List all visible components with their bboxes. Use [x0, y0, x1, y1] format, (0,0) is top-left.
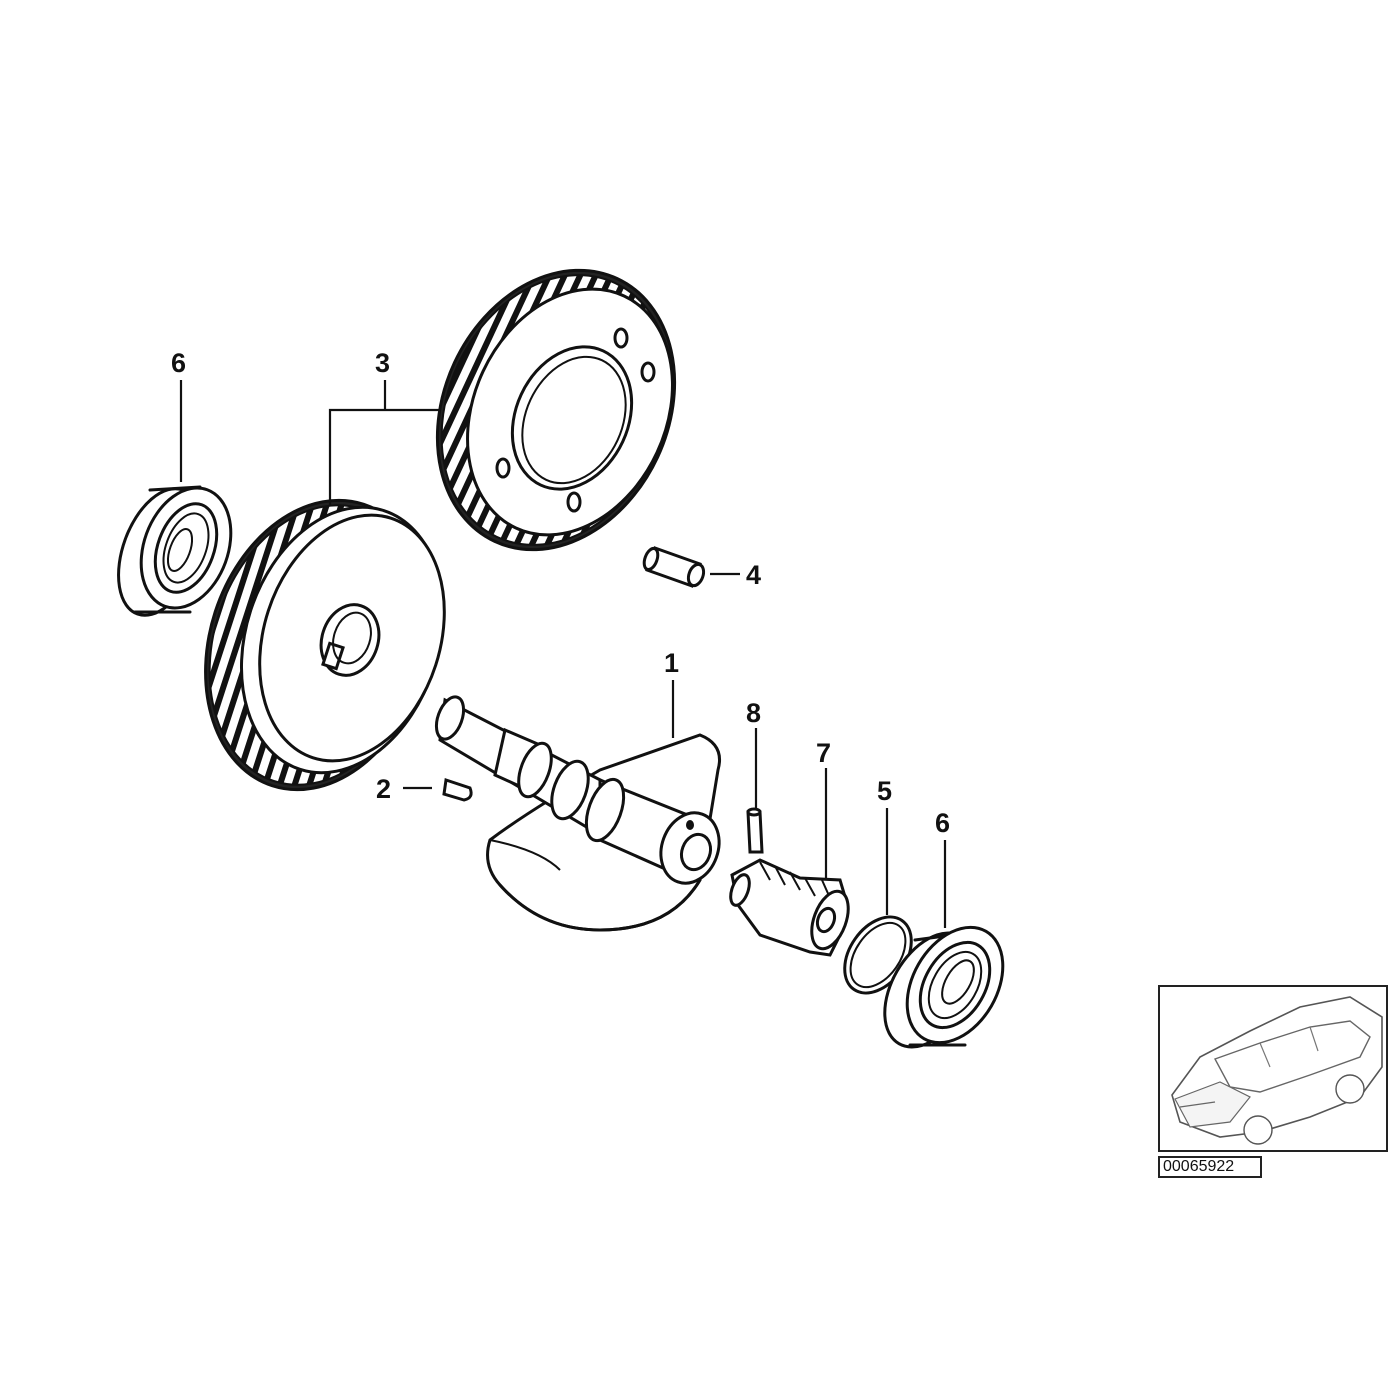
vehicle-thumbnail — [1158, 985, 1388, 1152]
callout-3: 3 — [375, 348, 390, 378]
callout-6-left: 6 — [171, 348, 186, 378]
callout-1: 1 — [664, 648, 679, 678]
ball-bearing-left-icon — [117, 485, 233, 617]
ball-bearing-right-icon — [883, 925, 1005, 1049]
callout-4: 4 — [746, 560, 761, 590]
callout-2: 2 — [376, 774, 391, 804]
woodruff-key-icon — [442, 778, 473, 802]
gear-rear-icon — [435, 268, 677, 552]
callout-8: 8 — [746, 698, 761, 728]
leader-lines — [179, 380, 947, 928]
dowel-pin-icon — [642, 546, 706, 588]
gear-front-icon — [204, 498, 446, 792]
diagram-id-label: 00065922 — [1158, 1156, 1262, 1178]
crankshaft-icon — [434, 695, 721, 932]
callout-5: 5 — [877, 776, 892, 806]
callout-6-right: 6 — [935, 808, 950, 838]
pinion-gear-icon — [729, 858, 850, 957]
car-silhouette-icon — [1171, 996, 1383, 1145]
roll-pin-icon — [746, 807, 764, 854]
callout-7: 7 — [816, 738, 831, 768]
